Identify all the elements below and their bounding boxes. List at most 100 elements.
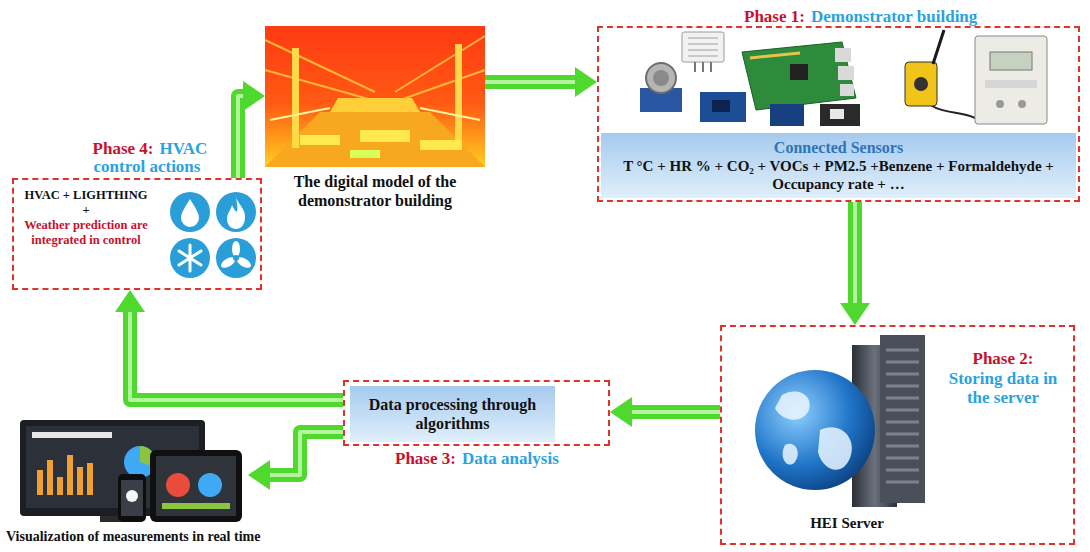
flow-arrow: [485, 67, 597, 97]
dashboard-frame: Visualization of measurements in real ti…: [12, 420, 248, 525]
phase-box: Phase 4:HVAC control actionsHVAC + LIGHT…: [12, 178, 262, 290]
hvac-icons-part: [170, 238, 210, 278]
hvac-icons-part: [216, 192, 256, 232]
sensor-list: T °C + HR % + CO₂ + VOCs + PM2.5 +Benzen…: [611, 157, 1066, 193]
sensor-hardware-part: [790, 64, 808, 80]
sensor-hardware-part: [990, 52, 1032, 70]
sensor-hardware-part: [840, 84, 854, 96]
dashboard-devices-part: [40, 455, 90, 495]
sensor-hardware-part: [996, 100, 1004, 108]
viz-caption: Visualization of measurements in real ti…: [6, 529, 260, 545]
phase-title: Data analysis: [462, 449, 559, 468]
phase-heading: Phase 1: Demonstrator building: [744, 7, 983, 27]
phase-title: Storing data in the server: [939, 369, 1067, 408]
digital-model-render-part: [360, 130, 410, 142]
flow-arrow: [115, 290, 343, 400]
sensor-hardware-part: [646, 63, 676, 93]
arrow-head: [243, 81, 265, 111]
sensor-hardware-part: [770, 104, 804, 126]
dashboard-devices-part: [121, 480, 143, 516]
arrow-head: [575, 67, 597, 97]
server-label: HEI Server: [787, 515, 907, 532]
sensor-hardware-part: [688, 38, 718, 56]
caption-text: The digital model of the demonstrator bu…: [260, 172, 490, 210]
digital-model-render-part: [420, 140, 462, 150]
control-systems: HVAC + LIGHTHING +: [20, 188, 152, 218]
dashboard-devices-part: [32, 432, 112, 438]
arrow-head: [248, 460, 270, 490]
phase-number: Phase 2:: [939, 349, 1067, 369]
model-render-frame: The digital model of the demonstrator bu…: [265, 26, 485, 167]
arrow-shaft: [485, 75, 579, 89]
sensor-hardware-part: [838, 66, 854, 80]
server-illustration-part: [880, 335, 925, 503]
digital-model-render-part: [330, 98, 420, 112]
digital-model-render-part: [300, 135, 340, 145]
arrow-highlight: [485, 80, 579, 84]
band-heading: Connected Sensors: [611, 138, 1066, 157]
phase-heading: Phase 3:Data analysis: [395, 449, 565, 469]
dashboard-devices-part: [126, 490, 138, 502]
arrow-head: [610, 397, 632, 427]
arrow-shaft: [130, 308, 343, 400]
phase-box: Phase 1:Demonstrator buildingConnected S…: [597, 26, 1080, 202]
process-band: Data processing through algorithms: [350, 386, 555, 442]
server-illustration-part: [886, 350, 919, 482]
control-text: HVAC + LIGHTHING +Weather prediction are…: [20, 188, 152, 248]
arrow-shaft: [848, 202, 862, 307]
hvac-icons-part: [170, 192, 210, 232]
sensor-hardware-part: [820, 104, 860, 126]
caption-text: Visualization of measurements in real ti…: [6, 529, 260, 545]
hvac-icons-part: [232, 241, 240, 257]
model-caption: The digital model of the demonstrator bu…: [260, 172, 490, 210]
sensor-hardware-part: [905, 62, 937, 106]
sensor-hardware-part: [975, 36, 1047, 124]
arrow-highlight: [130, 308, 343, 400]
sensor-hardware-part: [700, 92, 746, 122]
digital-model-render-part: [265, 26, 485, 167]
control-note: Weather prediction are integrated in con…: [20, 218, 152, 248]
phase-title: Demonstrator building: [811, 7, 977, 26]
hvac-icons-part: [233, 255, 239, 261]
digital-model-render-part: [455, 44, 462, 148]
sensor-hardware-part: [933, 30, 944, 64]
digital-model-render-part: [292, 48, 299, 148]
digital-model-render: [265, 26, 485, 167]
band-text: Connected SensorsT °C + HR % + CO₂ + VOC…: [611, 138, 1066, 193]
phase-box: Phase 3:Data analysisData processing thr…: [343, 380, 610, 446]
flow-arrow: [610, 397, 720, 427]
hvac-icons-part: [216, 238, 256, 278]
process-text: Data processing through algorithms: [356, 395, 549, 433]
sensor-hardware-part: [830, 109, 844, 119]
hvac-icons: [170, 192, 256, 278]
dashboard-devices-part: [118, 474, 146, 522]
digital-model-render-part: [270, 108, 480, 120]
sensor-hardware-part: [914, 77, 928, 91]
sensor-hardware-part: [653, 70, 669, 86]
sensor-hardware-part: [750, 53, 800, 58]
server-illustration-part: [755, 370, 875, 490]
phase-box: Phase 2:Storing data in the serverHEI Se…: [720, 325, 1075, 545]
dashboard-devices-part: [198, 473, 222, 497]
sensor-hardware-part: [835, 48, 851, 62]
phase-number: Phase 1:: [744, 7, 805, 26]
dashboard-devices-part: [156, 456, 236, 516]
server-illustration: [755, 335, 925, 507]
server-illustration-part: [775, 391, 852, 469]
arrow-highlight: [628, 410, 720, 414]
sensor-hardware-part: [742, 42, 856, 110]
sensor-hardware-part: [985, 80, 1037, 88]
sensor-band: Connected SensorsT °C + HR % + CO₂ + VOC…: [601, 133, 1076, 198]
dashboard-devices-part: [162, 503, 230, 509]
sensor-hardware-part: [682, 32, 724, 62]
arrow-head: [115, 290, 145, 312]
digital-model-render-part: [350, 150, 380, 158]
arrow-highlight: [853, 202, 857, 307]
hvac-icons-part: [179, 245, 201, 271]
arrow-shaft: [266, 432, 343, 475]
sensor-hardware: [640, 30, 1047, 126]
hvac-icons-part: [227, 198, 245, 229]
hvac-icons-part: [181, 199, 199, 227]
